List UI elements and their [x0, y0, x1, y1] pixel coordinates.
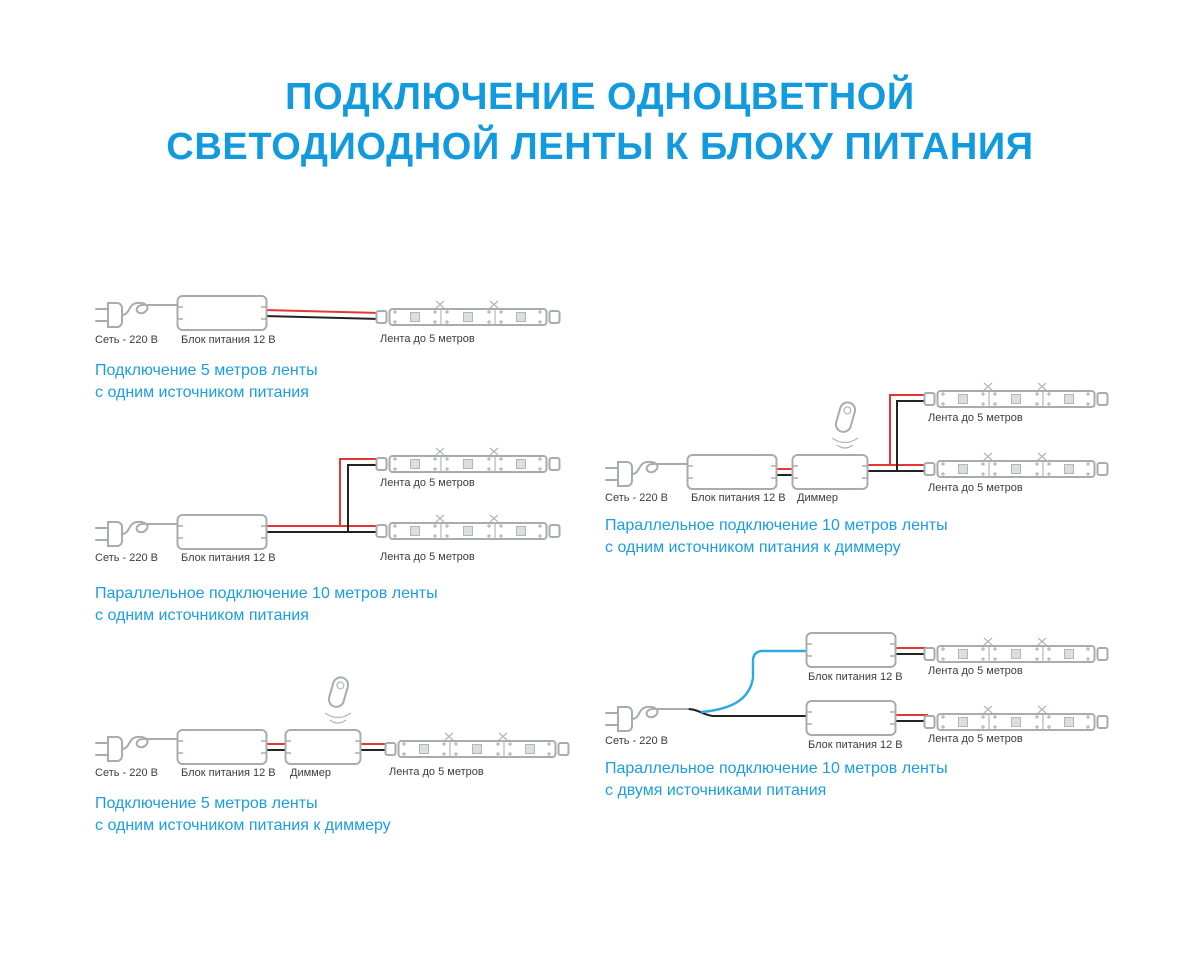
label-mains: Сеть - 220 В: [95, 334, 158, 346]
label-mains: Сеть - 220 В: [605, 735, 668, 747]
power-supply-box: [176, 514, 268, 550]
caption-line: с двумя источниками питания: [605, 782, 827, 799]
label-psu: Блок питания 12 В: [808, 739, 903, 751]
caption-diagram-4: Параллельное подключение 10 метров ленты…: [605, 515, 948, 559]
wire-black: [893, 653, 928, 722]
power-supply-box: [805, 632, 897, 668]
power-supply-box: [805, 700, 897, 736]
caption-diagram-3: Подключение 5 метров ленты с одним источ…: [95, 793, 391, 837]
remote-control-icon: [324, 674, 352, 724]
label-mains: Сеть - 220 В: [605, 492, 668, 504]
label-strip: Лента до 5 метров: [380, 477, 475, 489]
label-mains: Сеть - 220 В: [95, 552, 158, 564]
caption-line: с одним источником питания к диммеру: [95, 817, 391, 834]
power-supply-box: [686, 454, 778, 490]
caption-line: с одним источником питания к диммеру: [605, 539, 901, 556]
label-strip: Лента до 5 метров: [380, 551, 475, 563]
label-psu: Блок питания 12 В: [181, 334, 276, 346]
caption-line: с одним источником питания: [95, 607, 309, 624]
page-title: ПОДКЛЮЧЕНИЕ ОДНОЦВЕТНОЙ СВЕТОДИОДНОЙ ЛЕН…: [0, 72, 1200, 172]
label-mains: Сеть - 220 В: [95, 767, 158, 779]
wire-red: [264, 458, 380, 527]
wire-blue: [700, 649, 810, 714]
diagram-parallel-dimmer: [605, 382, 1109, 490]
label-strip: Лента до 5 метров: [928, 665, 1023, 677]
diagram-parallel-two-psu: [605, 632, 1109, 736]
dimmer-box: [284, 729, 362, 765]
remote-control-icon: [831, 399, 859, 449]
power-plug-icon: [95, 520, 179, 547]
wire-black: [264, 464, 380, 533]
label-strip: Лента до 5 метров: [928, 482, 1023, 494]
caption-diagram-5: Параллельное подключение 10 метров ленты…: [605, 758, 948, 802]
power-plug-icon: [95, 735, 179, 762]
diagram-single-strip-dimmer: [95, 674, 570, 765]
wire-red: [263, 309, 381, 314]
led-strip-icon: [923, 382, 1109, 408]
label-dimmer: Диммер: [797, 492, 838, 504]
caption-line: Параллельное подключение 10 метров ленты: [605, 760, 948, 777]
power-supply-box: [176, 295, 268, 331]
wire-black: [263, 315, 381, 320]
label-psu: Блок питания 12 В: [181, 552, 276, 564]
label-strip: Лента до 5 метров: [389, 766, 484, 778]
label-psu: Блок питания 12 В: [181, 767, 276, 779]
led-strip-icon: [375, 300, 561, 326]
label-dimmer: Диммер: [290, 767, 331, 779]
caption-line: Параллельное подключение 10 метров ленты: [605, 517, 948, 534]
caption-line: Параллельное подключение 10 метров ленты: [95, 585, 438, 602]
dimmer-box: [791, 454, 869, 490]
label-strip: Лента до 5 метров: [928, 412, 1023, 424]
power-plug-icon: [605, 705, 689, 732]
caption-diagram-1: Подключение 5 метров ленты с одним источ…: [95, 360, 318, 404]
label-strip: Лента до 5 метров: [928, 733, 1023, 745]
caption-line: с одним источником питания: [95, 384, 309, 401]
wire-black: [774, 400, 928, 476]
led-strip-icon: [923, 705, 1109, 731]
title-line-1: ПОДКЛЮЧЕНИЕ ОДНОЦВЕТНОЙ: [285, 76, 915, 118]
label-psu: Блок питания 12 В: [691, 492, 786, 504]
led-strip-icon: [375, 447, 561, 473]
power-plug-icon: [95, 301, 179, 328]
caption-line: Подключение 5 метров ленты: [95, 362, 318, 379]
led-strip-icon: [375, 514, 561, 540]
caption-diagram-2: Параллельное подключение 10 метров ленты…: [95, 583, 438, 627]
diagram-parallel-one-psu: [95, 447, 561, 550]
led-strip-icon: [384, 732, 570, 758]
led-strip-icon: [923, 452, 1109, 478]
wire-red: [893, 647, 928, 716]
led-strip-icon: [923, 637, 1109, 663]
label-strip: Лента до 5 метров: [380, 333, 475, 345]
power-supply-box: [176, 729, 268, 765]
title-line-2: СВЕТОДИОДНОЙ ЛЕНТЫ К БЛОКУ ПИТАНИЯ: [166, 126, 1034, 168]
diagram-single-strip: [95, 295, 561, 331]
power-plug-icon: [605, 460, 689, 487]
label-psu: Блок питания 12 В: [808, 671, 903, 683]
caption-line: Подключение 5 метров ленты: [95, 795, 318, 812]
